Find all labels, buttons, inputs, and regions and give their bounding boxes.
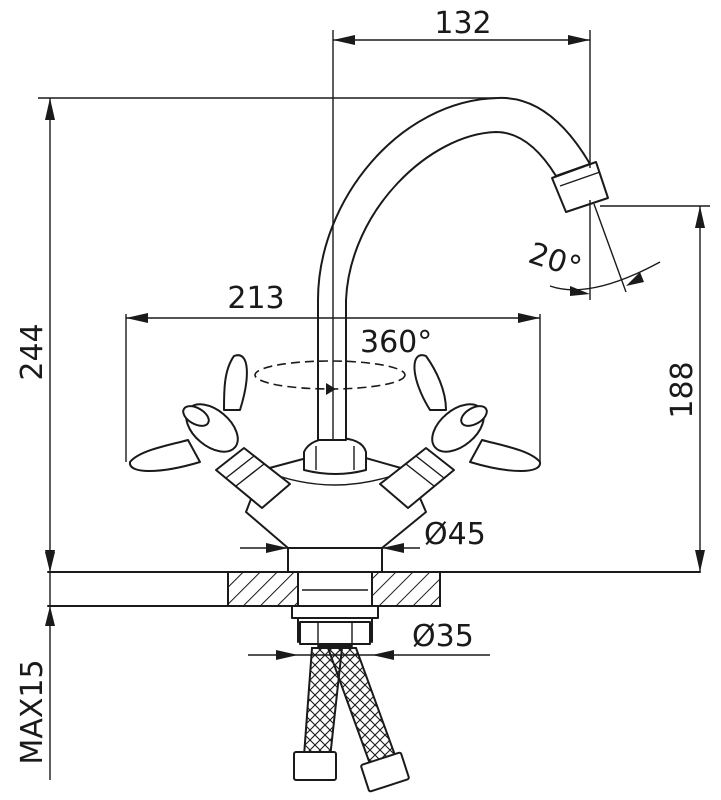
countertop-section-left <box>227 571 299 607</box>
dimension-label-handle-span: 213 <box>227 281 284 316</box>
dimension-label-spout-reach: 132 <box>434 6 491 41</box>
dimension-shank-diameter: Ø35 <box>248 619 490 660</box>
supply-hoses <box>293 647 410 793</box>
countertop <box>47 571 701 607</box>
dimension-label-total-height: 244 <box>15 323 50 380</box>
dimension-label-spout-height: 188 <box>665 361 700 418</box>
mounting-shank <box>291 571 379 647</box>
faucet-body <box>245 437 427 573</box>
handle-left[interactable] <box>129 354 291 509</box>
dimension-spout-reach: 132 <box>332 6 591 440</box>
hose-fitting-right <box>360 751 410 793</box>
dimension-base-diameter: Ø45 <box>240 517 486 553</box>
dimension-label-spout-tilt: 20° <box>524 236 585 286</box>
dimension-label-base-diameter: Ø45 <box>424 517 486 552</box>
dimension-label-shank-diameter: Ø35 <box>412 619 474 654</box>
dimension-label-swivel: 360° <box>360 325 432 360</box>
handle-right[interactable] <box>379 354 541 509</box>
dimension-spout-tilt: 20° <box>524 200 661 300</box>
supply-hose-right <box>326 647 398 766</box>
hose-fitting-left <box>293 751 337 781</box>
dimension-handle-span: 213 <box>125 281 541 462</box>
dimension-label-max-countertop: MAX15 <box>15 659 50 764</box>
swivel-rotation-indicator <box>254 360 406 395</box>
dimension-max-countertop: MAX15 <box>15 552 55 780</box>
countertop-section-right <box>371 571 441 607</box>
dimension-spout-height: 188 <box>600 205 710 572</box>
